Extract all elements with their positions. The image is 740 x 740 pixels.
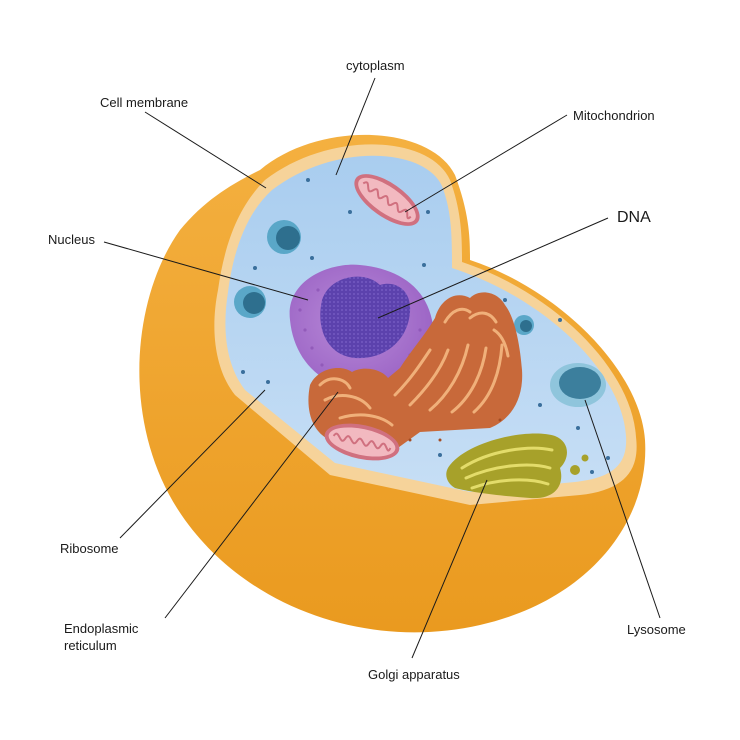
leader-ribosome [119,389,266,539]
label-cell-membrane: Cell membrane [100,95,189,110]
label-mitochondrion: Mitochondrion [573,108,655,123]
vesicle-left [234,286,266,318]
label-nucleus: Nucleus [48,232,95,247]
dna-nucleolus [320,276,411,359]
label-dna: DNA [617,209,651,226]
leader-dna [377,217,609,319]
leader-lines [103,77,661,659]
leader-nucleus [103,241,309,301]
leader-cell-membrane [144,111,267,189]
vesicle-small [514,315,534,335]
mitochondrion-bottom [324,423,400,461]
leader-lysosome [584,399,661,619]
leader-golgi [411,479,488,659]
mitochondrion-top [354,174,420,226]
endoplasmic-reticulum [308,292,523,450]
lysosome [550,363,606,407]
vesicle-top [267,220,301,254]
nucleus [289,264,434,391]
leader-cytoplasm [335,77,376,176]
label-golgi-apparatus: Golgi apparatus [368,667,460,682]
leader-mitochondrion [404,114,568,213]
golgi-apparatus [446,433,589,499]
label-lysosome: Lysosome [627,622,686,637]
label-cytoplasm: cytoplasm [346,58,405,73]
label-ribosome: Ribosome [60,541,119,556]
label-endoplasmic-reticulum: Endoplasmic reticulum [64,621,139,653]
leader-er [164,391,339,619]
